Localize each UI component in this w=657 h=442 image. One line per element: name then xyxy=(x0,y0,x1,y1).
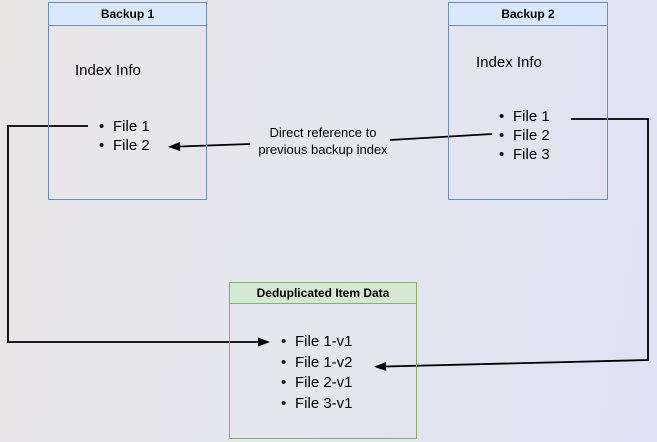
dedup-file-list: File 1-v1 File 1-v2 File 2-v1 File 3-v1 xyxy=(281,332,353,414)
backup2-file-item: File 1 xyxy=(499,107,550,126)
backup2-file-list: File 1 File 2 File 3 xyxy=(499,107,550,164)
backup1-file-list: File 1 File 2 xyxy=(99,117,150,155)
dedup-file-item: File 1-v2 xyxy=(281,353,353,374)
dedup-file-item: File 3-v1 xyxy=(281,394,353,415)
backup1-title: Backup 1 xyxy=(49,3,206,26)
deduplicated-item-data-box: Deduplicated Item Data File 1-v1 File 1-… xyxy=(229,282,417,439)
backup2-file-item: File 3 xyxy=(499,145,550,164)
dedup-file-item: File 2-v1 xyxy=(281,373,353,394)
backup2-box: Backup 2 Index Info File 1 File 2 File 3 xyxy=(448,2,608,200)
dedup-file-item: File 1-v1 xyxy=(281,332,353,353)
dedup-title: Deduplicated Item Data xyxy=(230,283,416,304)
backup2-title: Backup 2 xyxy=(449,3,607,26)
backup2-file-item: File 2 xyxy=(499,126,550,145)
backup1-box: Backup 1 Index Info File 1 File 2 xyxy=(48,2,207,200)
backup1-index-info-label: Index Info xyxy=(75,62,141,79)
backup2-index-info-label: Index Info xyxy=(476,54,542,71)
backup1-file-item: File 1 xyxy=(99,117,150,136)
direct-reference-label-line1: Direct reference to xyxy=(269,125,377,140)
direct-reference-label: Direct reference to previous backup inde… xyxy=(242,124,404,158)
direct-reference-label-line2: previous backup index xyxy=(258,142,388,157)
backup1-file-item: File 2 xyxy=(99,136,150,155)
